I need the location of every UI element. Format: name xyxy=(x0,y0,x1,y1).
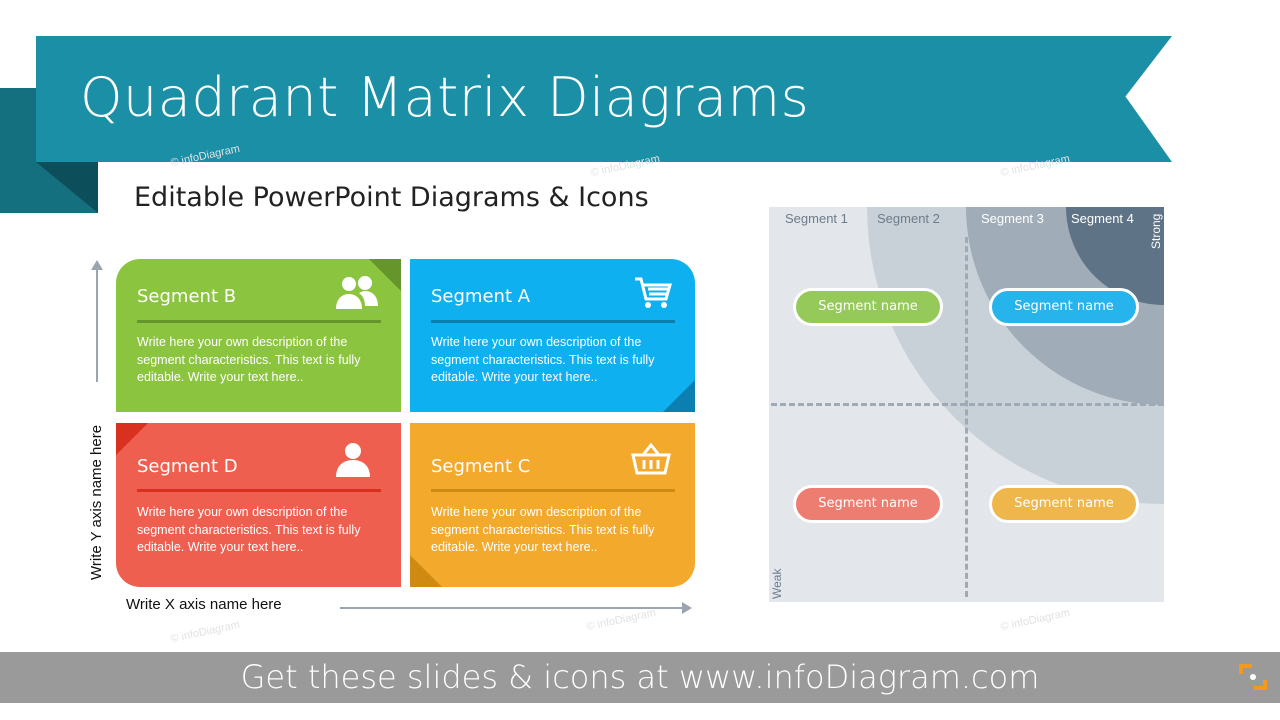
segment-label: Segment 2 xyxy=(877,211,940,226)
watermark: © infoDiagram xyxy=(999,606,1071,634)
quadrant-title: Segment C xyxy=(431,456,531,477)
segment-label: Segment 4 xyxy=(1071,211,1134,226)
quadrant-segment-c[interactable]: Segment C Write here your own descriptio… xyxy=(410,423,695,587)
quadrant-text: Write here your own description of the s… xyxy=(137,335,361,384)
segment-matrix: Segment 1 Segment 2 Segment 3 Segment 4 … xyxy=(769,207,1164,602)
x-axis-label[interactable]: Write X axis name here xyxy=(126,596,282,613)
divider xyxy=(137,320,381,323)
quadrant-text: Write here your own description of the s… xyxy=(431,335,655,384)
footer-bar xyxy=(0,652,1280,703)
corner-fold xyxy=(116,423,148,455)
user-icon xyxy=(336,443,370,477)
segment-pill[interactable]: Segment name xyxy=(793,288,943,326)
x-axis-arrow-icon xyxy=(682,602,692,614)
shopping-cart-icon xyxy=(635,277,672,308)
horizontal-divider xyxy=(771,403,1164,406)
x-axis-line xyxy=(340,607,685,609)
strong-label: Strong xyxy=(1149,213,1163,249)
page-subtitle: Editable PowerPoint Diagrams & Icons xyxy=(134,182,649,213)
segment-pill[interactable]: Segment name xyxy=(989,485,1139,523)
watermark: © infoDiagram xyxy=(169,618,241,646)
divider xyxy=(431,320,675,323)
quadrant-text: Write here your own description of the s… xyxy=(137,505,361,554)
quadrant-segment-d[interactable]: Segment D Write here your own descriptio… xyxy=(116,423,401,587)
segment-label: Segment 3 xyxy=(981,211,1044,226)
users-icon xyxy=(336,276,378,309)
y-axis-label[interactable]: Write Y axis name here xyxy=(88,424,105,580)
vertical-divider xyxy=(965,237,968,597)
quadrant-segment-b[interactable]: Segment B Write here your own descriptio… xyxy=(116,259,401,412)
quadrant-text: Write here your own description of the s… xyxy=(431,505,655,554)
quadrant-title: Segment A xyxy=(431,286,531,307)
title-banner xyxy=(36,36,1172,162)
infodiagram-logo-icon xyxy=(1239,664,1267,690)
segment-pill[interactable]: Segment name xyxy=(793,485,943,523)
page-title: Quadrant Matrix Diagrams xyxy=(80,66,810,129)
weak-label: Weak xyxy=(770,568,784,599)
quadrant-title: Segment D xyxy=(137,456,238,477)
corner-fold xyxy=(410,555,442,587)
watermark: © infoDiagram xyxy=(585,606,657,634)
divider xyxy=(137,489,381,492)
segment-label: Segment 1 xyxy=(785,211,848,226)
quadrant-title: Segment B xyxy=(137,286,237,307)
footer-text[interactable]: Get these slides & icons at www.infoDiag… xyxy=(240,658,1040,696)
segment-pill[interactable]: Segment name xyxy=(989,288,1139,326)
basket-icon xyxy=(631,442,671,475)
quadrant-segment-a[interactable]: Segment A Write here your own descriptio… xyxy=(410,259,695,412)
divider xyxy=(431,489,675,492)
y-axis-line xyxy=(96,262,98,382)
